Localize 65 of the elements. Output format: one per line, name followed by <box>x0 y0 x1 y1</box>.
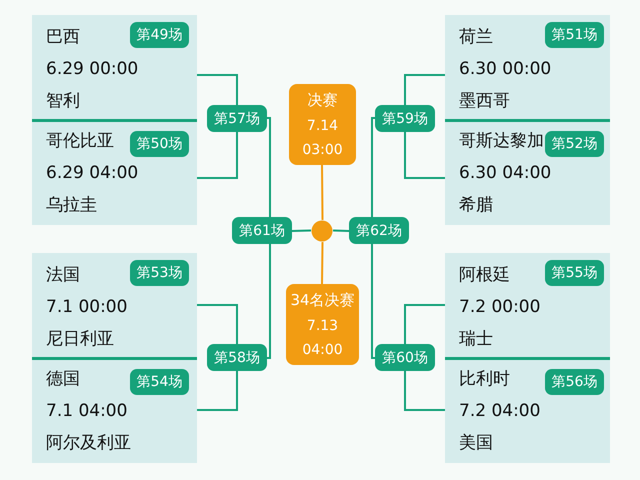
match-number-badge: 第62场 <box>349 217 409 244</box>
team-name: 美国 <box>459 432 493 455</box>
team-name: 尼日利亚 <box>46 328 114 351</box>
connector-line <box>292 230 312 232</box>
final-match-box: 决赛 7.14 03:00 <box>289 84 356 165</box>
connector-line <box>267 244 271 359</box>
match-number-badge: 第58场 <box>207 344 267 371</box>
match-card <box>445 119 610 225</box>
connector-line <box>197 304 238 344</box>
match-number-badge: 第57场 <box>207 105 267 132</box>
team-name: 智利 <box>46 90 80 113</box>
connector-line <box>332 230 350 232</box>
match-card <box>445 357 610 463</box>
match-card <box>445 253 610 357</box>
team-name: 希腊 <box>459 194 493 217</box>
team-name: 荷兰 <box>459 26 493 49</box>
connector-line <box>197 74 238 105</box>
connector-line <box>404 74 445 105</box>
match-time: 7.2 04:00 <box>459 400 540 423</box>
team-name: 哥伦比亚 <box>46 130 114 153</box>
match-card <box>32 15 197 119</box>
team-name: 乌拉圭 <box>46 194 97 217</box>
team-name: 哥斯达黎加 <box>459 130 544 153</box>
match-card <box>32 119 197 225</box>
match-number-badge: 第53场 <box>130 260 189 286</box>
match-number-badge: 第51场 <box>545 22 604 48</box>
connector-line <box>404 132 445 179</box>
connector-line <box>404 371 445 411</box>
match-number-badge: 第49场 <box>130 22 189 48</box>
team-name: 墨西哥 <box>459 90 510 113</box>
match-time: 7.1 00:00 <box>46 296 128 319</box>
team-name: 阿根廷 <box>459 264 510 287</box>
match-number-badge: 第54场 <box>130 369 189 395</box>
team-name: 巴西 <box>46 26 80 49</box>
match-number-badge: 第52场 <box>545 131 604 157</box>
match-time: 6.29 04:00 <box>46 162 138 185</box>
team-name: 法国 <box>46 264 80 287</box>
connector-line <box>197 132 238 179</box>
circle-node <box>311 220 333 242</box>
connector-line <box>371 244 375 359</box>
match-number-badge: 第50场 <box>130 131 189 157</box>
team-name: 德国 <box>46 368 80 391</box>
match-card <box>32 357 197 463</box>
connector-line <box>321 242 324 284</box>
connector-line <box>321 164 324 220</box>
match-time: 7.2 00:00 <box>459 296 540 319</box>
connector-line <box>404 304 445 344</box>
connector-line <box>267 117 271 217</box>
match-time: 6.30 04:00 <box>459 162 552 185</box>
final-match-box: 34名决赛 7.13 04:00 <box>286 284 359 365</box>
match-time: 7.1 04:00 <box>46 400 128 423</box>
match-time: 6.30 00:00 <box>459 58 552 81</box>
match-time: 6.29 00:00 <box>46 58 138 81</box>
connector-line <box>197 371 238 411</box>
match-number-badge: 第60场 <box>375 344 435 371</box>
team-name: 比利时 <box>459 368 510 391</box>
match-number-badge: 第55场 <box>545 260 604 286</box>
match-card <box>32 253 197 357</box>
team-name: 阿尔及利亚 <box>46 432 131 455</box>
connector-line <box>371 117 375 217</box>
match-number-badge: 第59场 <box>375 105 435 132</box>
match-number-badge: 第61场 <box>232 217 292 244</box>
team-name: 瑞士 <box>459 328 493 351</box>
match-number-badge: 第56场 <box>545 369 604 395</box>
match-card <box>445 15 610 119</box>
